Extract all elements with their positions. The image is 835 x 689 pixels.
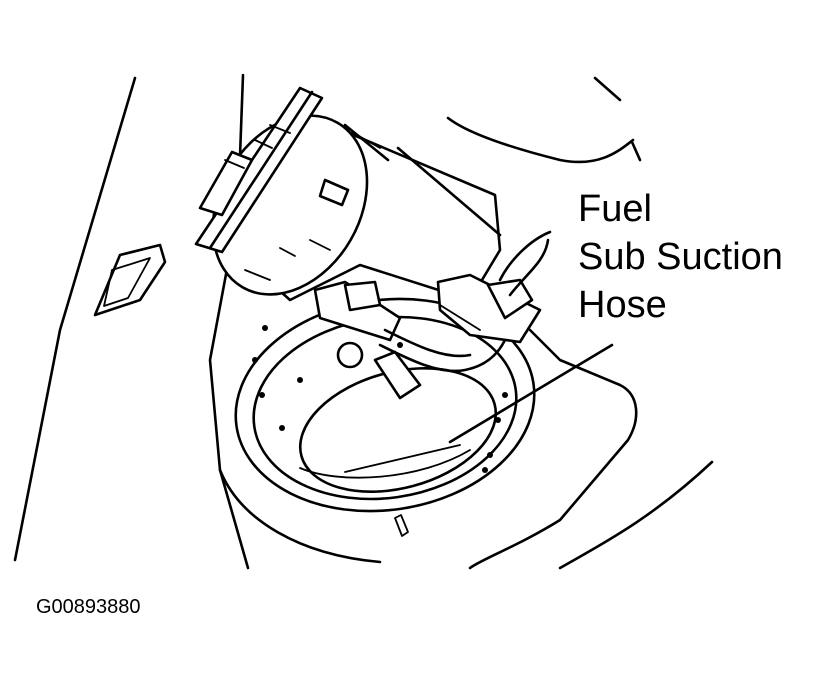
callout-label-line-1: Fuel — [578, 188, 652, 230]
side-bracket — [93, 243, 167, 317]
figure-id: G00893880 — [36, 596, 141, 618]
pump-flange — [194, 86, 324, 281]
fuel-hose-fittings — [313, 230, 552, 400]
callout-label-line-3: Hose — [578, 284, 667, 326]
callout-label-line-2: Sub Suction — [578, 236, 783, 278]
callout-leader-line — [448, 343, 614, 444]
